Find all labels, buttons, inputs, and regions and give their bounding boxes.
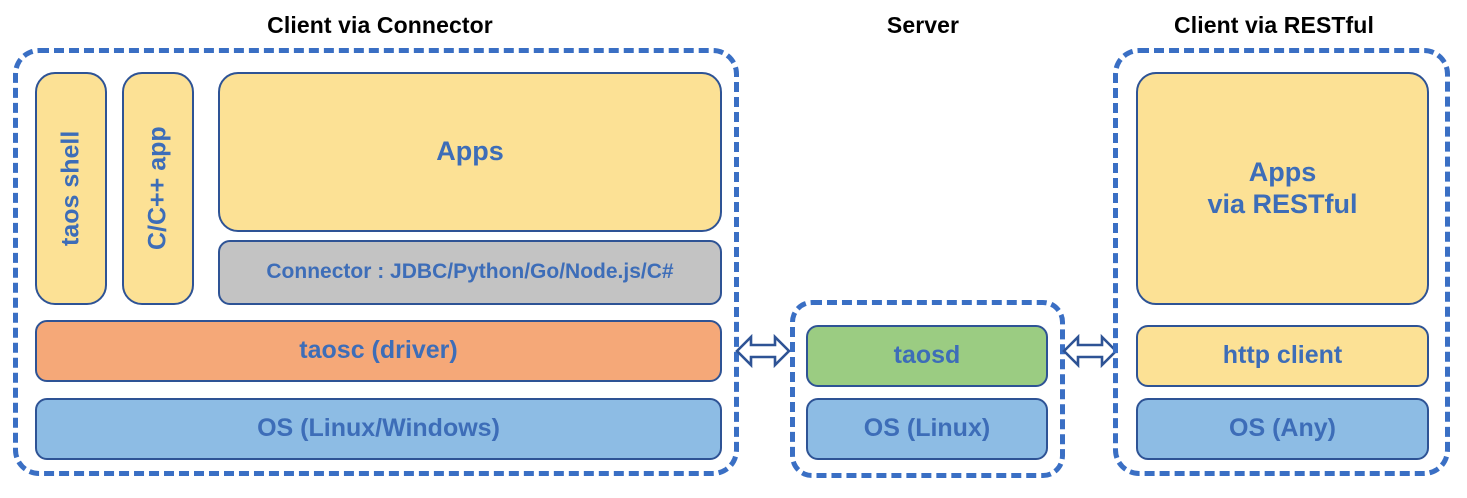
node-connector-list[interactable]: Connector : JDBC/Python/Go/Node.js/C#: [218, 240, 722, 305]
double-arrow-left-icon: [735, 327, 791, 375]
node-apps-connector[interactable]: Apps: [218, 72, 722, 232]
node-os-linux-windows[interactable]: OS (Linux/Windows): [35, 398, 722, 460]
server-container: [790, 300, 1065, 478]
node-os-linux[interactable]: OS (Linux): [806, 398, 1048, 460]
client-restful-container: [1113, 48, 1450, 476]
node-taosc-driver[interactable]: taosc (driver): [35, 320, 722, 382]
section-title-server: Server: [886, 12, 960, 38]
node-taos-shell[interactable]: taos shell: [35, 72, 107, 305]
node-c-cpp-app[interactable]: C/C++ app: [122, 72, 194, 305]
node-taosd[interactable]: taosd: [806, 325, 1048, 387]
client-connector-container: [13, 48, 739, 476]
node-apps-restful-line1: Apps: [1248, 156, 1317, 187]
section-title-client-connector: Client via Connector: [267, 12, 493, 38]
node-http-client[interactable]: http client: [1136, 325, 1429, 387]
node-apps-restful-line2: via RESTful: [1207, 188, 1358, 219]
section-title-client-restful: Client via RESTful: [1174, 12, 1374, 38]
node-os-any[interactable]: OS (Any): [1136, 398, 1429, 460]
node-apps-restful[interactable]: Apps via RESTful: [1136, 72, 1429, 305]
double-arrow-right-icon: [1062, 327, 1118, 375]
